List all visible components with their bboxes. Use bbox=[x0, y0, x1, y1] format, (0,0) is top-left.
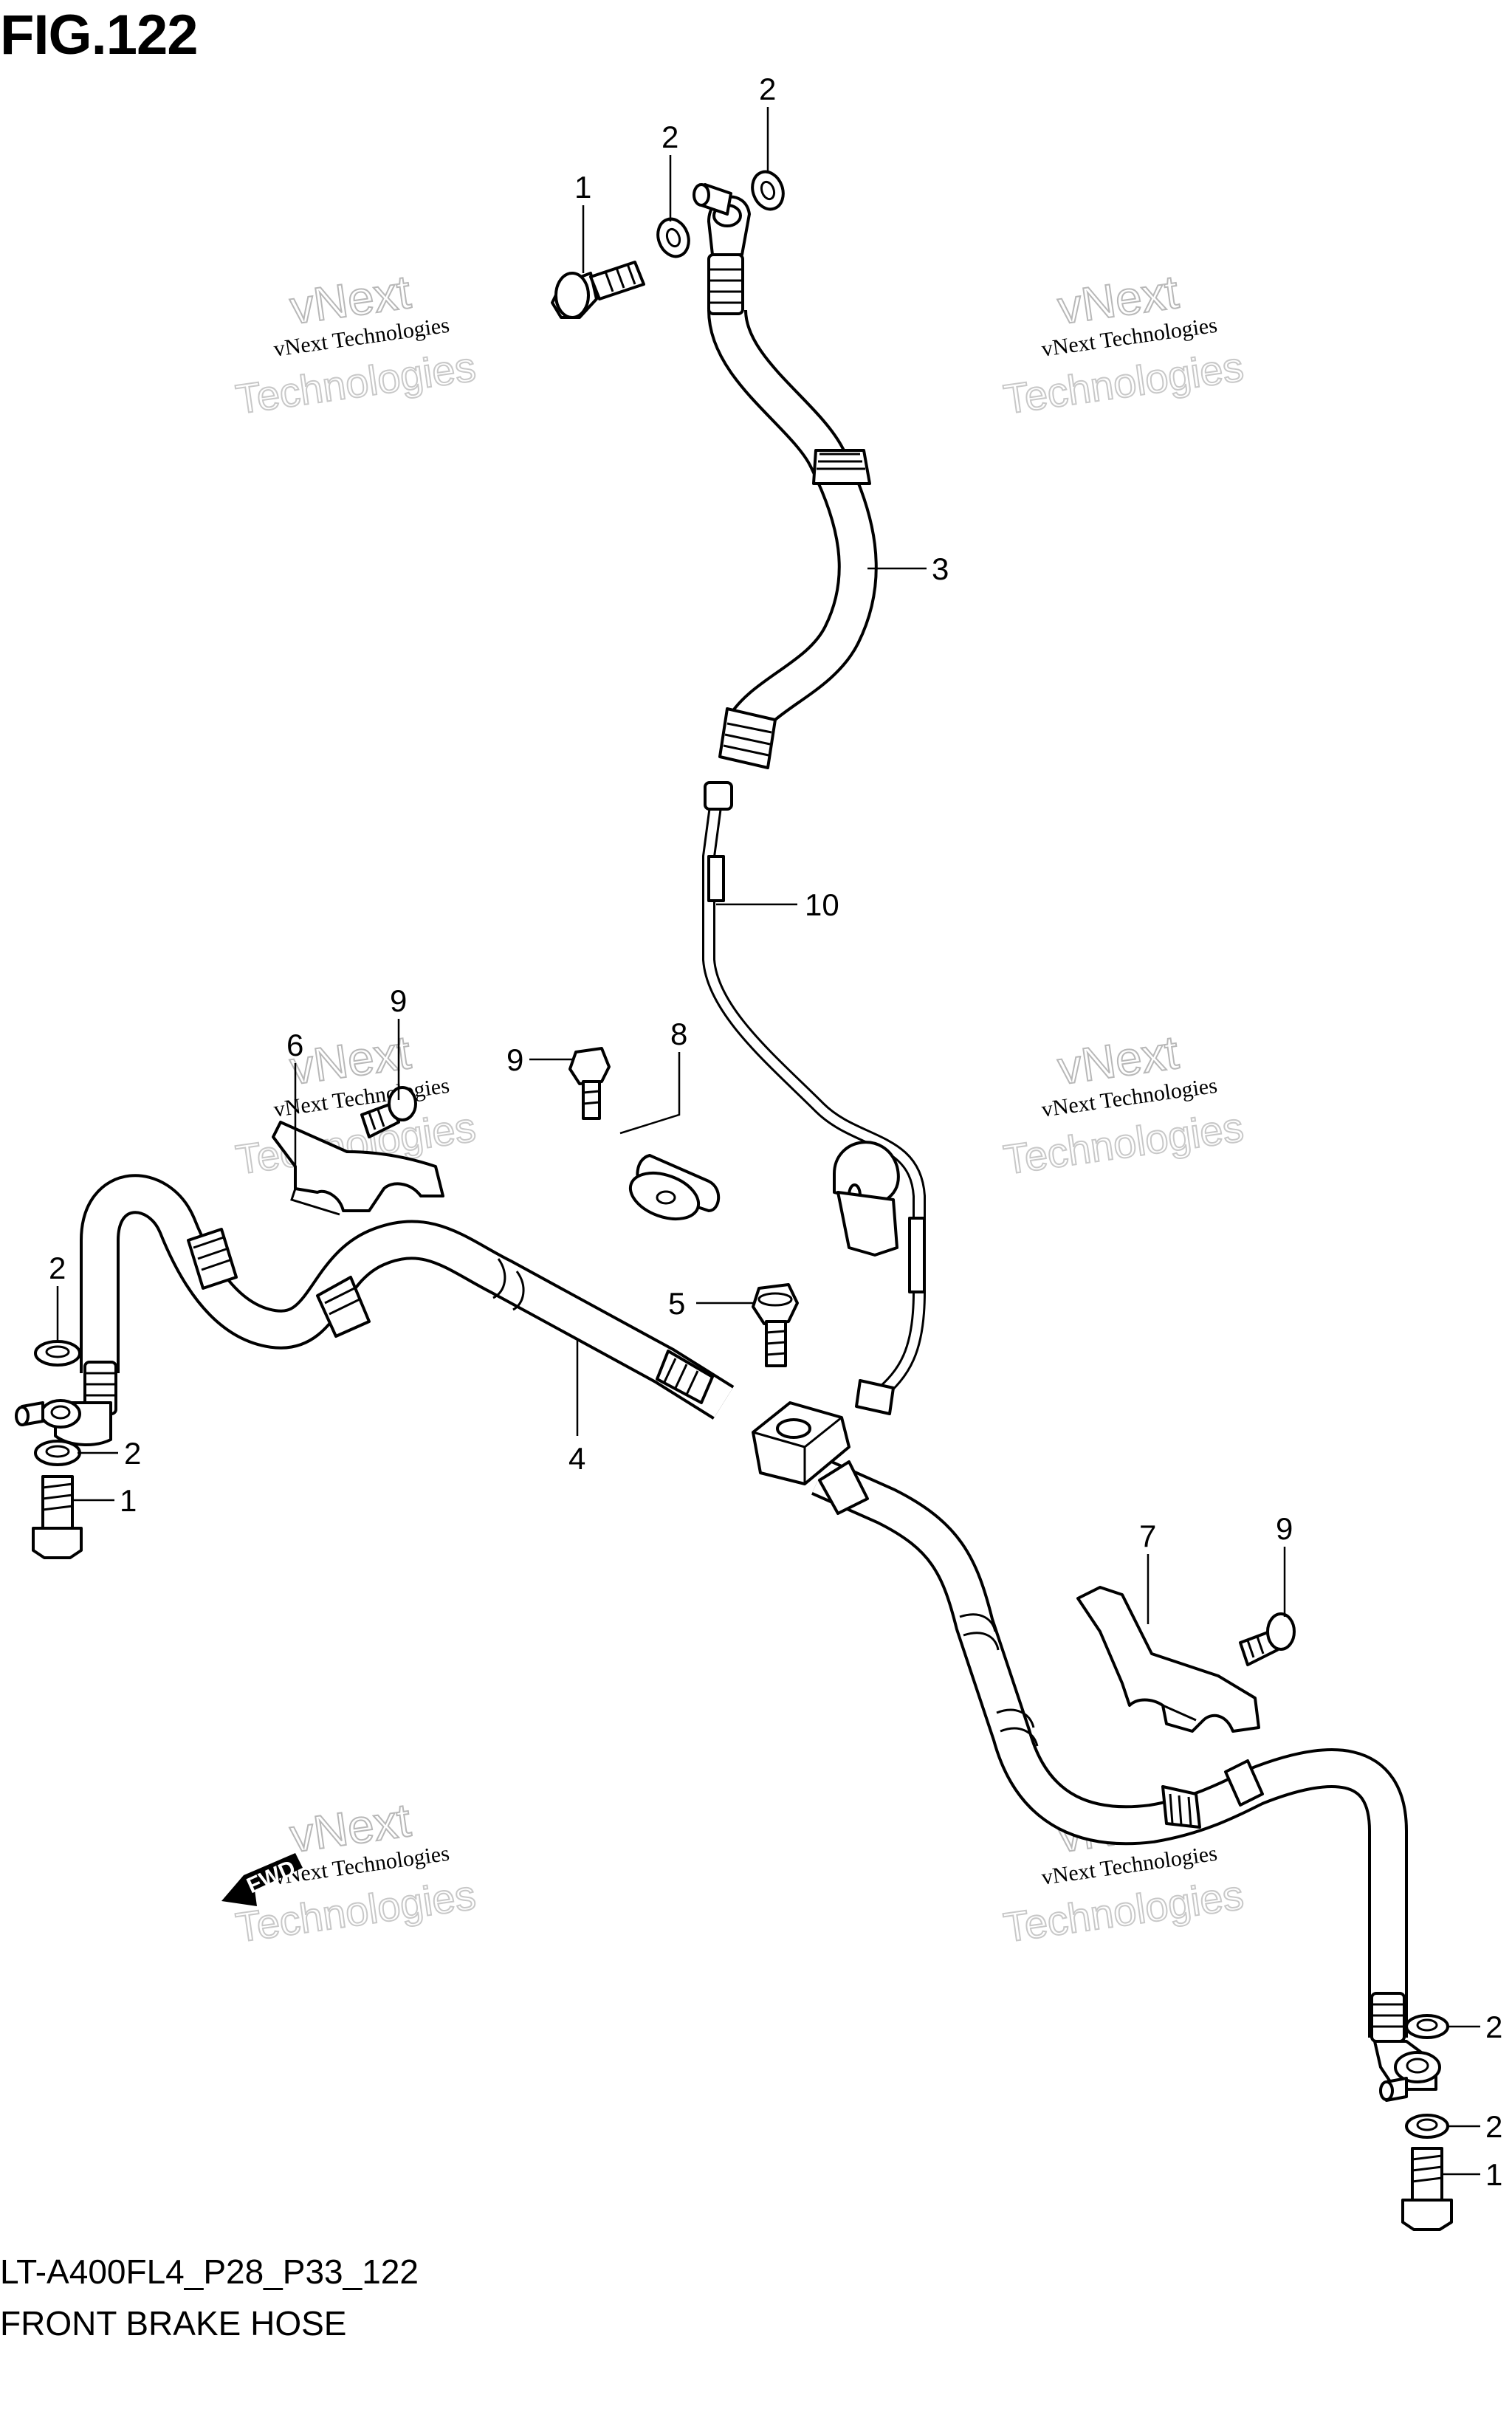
callout-7: 7 bbox=[1139, 1519, 1156, 1553]
callout-2: 2 bbox=[124, 1436, 141, 1471]
watermark-word: Technologies bbox=[233, 343, 478, 423]
right-banjo-assembly bbox=[1370, 1992, 1453, 2231]
leader-lines bbox=[56, 107, 1480, 2176]
callout-10: 10 bbox=[805, 887, 839, 922]
watermark-word: Technologies bbox=[1001, 343, 1246, 423]
callout-9: 9 bbox=[390, 983, 407, 1018]
figure-name: FRONT BRAKE HOSE bbox=[0, 2304, 347, 2343]
brake-pipe bbox=[702, 781, 926, 1415]
callout-8: 8 bbox=[670, 1017, 687, 1051]
callout-labels: 1 2 2 3 10 9 8 6 9 2 2 1 5 4 7 9 2 2 1 bbox=[49, 72, 1502, 2192]
callout-9: 9 bbox=[1276, 1511, 1293, 1546]
callout-2: 2 bbox=[1485, 2010, 1502, 2044]
lower-brake-hose bbox=[80, 1174, 1408, 2038]
clamp-8 bbox=[628, 1141, 900, 1257]
callout-2: 2 bbox=[1485, 2109, 1502, 2144]
bolt-9-right bbox=[1239, 1612, 1296, 1666]
bolt-9-middle bbox=[568, 1047, 611, 1120]
watermarks: vNext Technologies vNext Technologies vN… bbox=[233, 264, 1247, 1952]
bolt-5 bbox=[752, 1283, 799, 1367]
callout-1: 1 bbox=[120, 1483, 137, 1518]
model-code: LT-A400FL4_P28_P33_122 bbox=[0, 2252, 419, 2291]
left-banjo-assembly bbox=[15, 1340, 117, 1559]
callout-1: 1 bbox=[1485, 2157, 1502, 2192]
top-bolt-assembly bbox=[551, 170, 785, 319]
callout-5: 5 bbox=[668, 1286, 685, 1321]
watermark-word: Technologies bbox=[1001, 1104, 1246, 1183]
watermark-word: Technologies bbox=[1001, 1872, 1246, 1951]
callout-3: 3 bbox=[932, 551, 949, 586]
upper-brake-hose bbox=[693, 183, 878, 769]
figure-title: FIG.122 bbox=[0, 4, 199, 66]
fwd-label: FWD bbox=[243, 1855, 299, 1898]
callout-2: 2 bbox=[49, 1251, 66, 1285]
bracket-6 bbox=[272, 1121, 444, 1216]
junction-block bbox=[752, 1401, 850, 1485]
bolt-9-left bbox=[360, 1086, 417, 1138]
callout-2: 2 bbox=[662, 120, 678, 154]
bracket-7 bbox=[1076, 1586, 1260, 1733]
callout-6: 6 bbox=[286, 1028, 303, 1062]
callout-1: 1 bbox=[574, 170, 591, 205]
callout-4: 4 bbox=[568, 1441, 585, 1476]
callout-9: 9 bbox=[506, 1042, 523, 1077]
callout-2: 2 bbox=[759, 72, 776, 106]
